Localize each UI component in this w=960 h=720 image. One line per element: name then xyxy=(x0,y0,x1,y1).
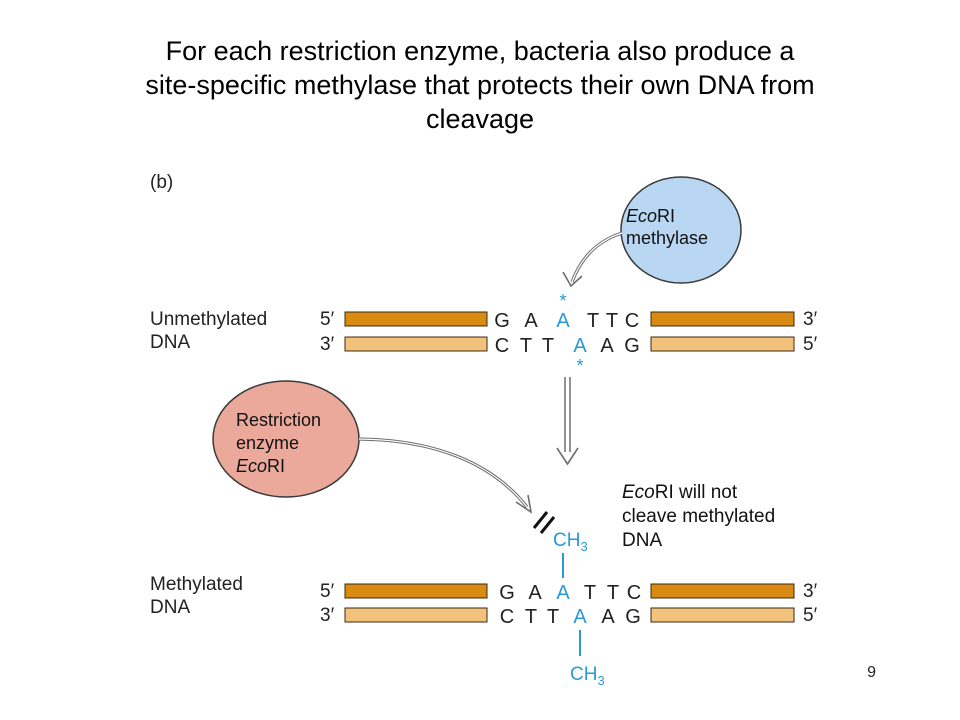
methyl-group-bottom: CH3 xyxy=(570,664,605,688)
methyl-top-ch: CH xyxy=(553,530,580,551)
methylase-eco: Eco xyxy=(626,206,657,226)
methylated-top-right-strand xyxy=(650,583,795,599)
methylation-site-mark-bottom: * xyxy=(576,356,583,376)
panel-label: (b) xyxy=(150,172,173,193)
unmethylated-dna: Unmethylated DNA 5′ G A A T T C 3′ 3′ C … xyxy=(150,291,818,376)
methyl-top-sub: 3 xyxy=(580,539,587,554)
restriction-enzyme-bubble: Restriction enzyme EcoRI xyxy=(212,380,360,498)
restriction-arrow-inner xyxy=(358,438,528,508)
unmethylated-top-base-5: T xyxy=(606,310,618,332)
methylase-ellipse xyxy=(620,176,742,284)
unmethylated-top-3prime: 3′ xyxy=(803,309,818,330)
unmethylated-top-base-2: A xyxy=(524,310,538,332)
methylase-line-1: EcoRI xyxy=(626,206,675,226)
unmethylated-top-5prime: 5′ xyxy=(320,309,335,330)
restriction-line-2: enzyme xyxy=(236,433,299,453)
unmethylated-top-base-1: G xyxy=(494,310,510,332)
restriction-arrow xyxy=(358,437,529,508)
methylated-top-left-strand xyxy=(344,583,488,599)
methylated-bottom-right-strand xyxy=(650,607,795,623)
methylated-top-base-2: A xyxy=(528,582,542,604)
note-eco: Eco xyxy=(622,482,655,503)
unmethylated-bottom-base-5: A xyxy=(600,335,614,357)
note-line-2: cleave methylated xyxy=(622,506,775,527)
methylase-bubble: EcoRI methylase xyxy=(620,176,742,284)
unmethylated-bottom-left-strand xyxy=(344,336,488,352)
methylation-site-mark-top: * xyxy=(559,291,566,311)
block-mark-2 xyxy=(539,516,556,534)
methylase-ri: RI xyxy=(657,206,675,226)
unmethylated-bottom-base-3: T xyxy=(542,335,554,357)
methylated-bottom-base-4: A xyxy=(573,606,587,628)
restriction-line-1: Restriction xyxy=(236,410,321,430)
title-line-1: For each restriction enzyme, bacteria al… xyxy=(165,36,795,66)
block-mark-1 xyxy=(532,511,549,529)
methylated-top-base-6: C xyxy=(627,582,641,604)
unmethylated-bottom-base-6: G xyxy=(624,335,640,357)
unmethylated-bottom-base-1: C xyxy=(495,335,509,357)
methylated-bottom-base-6: G xyxy=(625,606,641,628)
unmethylated-label-1: Unmethylated xyxy=(150,309,267,330)
cleavage-note: EcoRI will not cleave methylated DNA xyxy=(622,482,775,551)
unmethylated-top-right-strand xyxy=(650,311,795,327)
unmethylated-bottom-3prime: 3′ xyxy=(320,334,335,355)
restriction-line-3: EcoRI xyxy=(236,456,285,476)
methylated-bottom-base-3: T xyxy=(547,606,559,628)
methylase-arrow xyxy=(570,231,623,283)
unmethylated-top-left-strand xyxy=(344,311,488,327)
methylated-label-2: DNA xyxy=(150,597,190,618)
methylated-label-1: Methylated xyxy=(150,574,243,595)
unmethylated-top-base-4: T xyxy=(587,310,599,332)
unmethylated-label-2: DNA xyxy=(150,332,190,353)
methylase-arrowhead xyxy=(562,271,583,288)
methylated-bottom-5prime: 5′ xyxy=(803,605,818,626)
unmethylated-bottom-right-strand xyxy=(650,336,795,352)
note-rest: RI will not xyxy=(655,482,738,503)
methyl-bottom-sub: 3 xyxy=(597,673,604,688)
methylated-top-base-3: A xyxy=(556,582,570,604)
methylated-top-3prime: 3′ xyxy=(803,581,818,602)
methylated-bottom-3prime: 3′ xyxy=(320,605,335,626)
methylated-top-base-4: T xyxy=(584,582,596,604)
note-line-1: EcoRI will not xyxy=(622,482,738,503)
methyl-bottom-ch: CH xyxy=(570,664,597,685)
title-line-2: site-specific methylase that protects th… xyxy=(145,70,815,100)
unmethylated-bottom-5prime: 5′ xyxy=(803,334,818,355)
methylated-bottom-base-1: C xyxy=(500,606,514,628)
slide-title: For each restriction enzyme, bacteria al… xyxy=(40,34,920,136)
down-arrowhead xyxy=(556,447,579,466)
page-number: 9 xyxy=(867,664,876,681)
unmethylated-top-base-3: A xyxy=(556,310,570,332)
restriction-arrowhead xyxy=(515,494,533,514)
methylase-arrow-inner xyxy=(571,232,623,283)
note-line-3: DNA xyxy=(622,530,662,551)
unmethylated-bottom-base-4: A xyxy=(573,335,587,357)
restriction-eco: Eco xyxy=(236,456,267,476)
methylase-line-2: methylase xyxy=(626,228,708,248)
methyl-group-top: CH3 xyxy=(553,530,588,554)
methylated-bottom-base-2: T xyxy=(525,606,537,628)
methylated-bottom-left-strand xyxy=(344,607,488,623)
title-line-3: cleavage xyxy=(425,104,535,134)
methylated-bottom-base-5: A xyxy=(601,606,615,628)
methylated-top-base-1: G xyxy=(499,582,515,604)
restriction-ri: RI xyxy=(267,456,285,476)
unmethylated-top-base-6: C xyxy=(625,310,639,332)
methylated-top-base-5: T xyxy=(607,582,619,604)
methylated-top-5prime: 5′ xyxy=(320,581,335,602)
methylated-dna: Methylated DNA 5′ G A A T T C 3′ 3′ C T … xyxy=(150,574,818,628)
unmethylated-bottom-base-2: T xyxy=(520,335,532,357)
